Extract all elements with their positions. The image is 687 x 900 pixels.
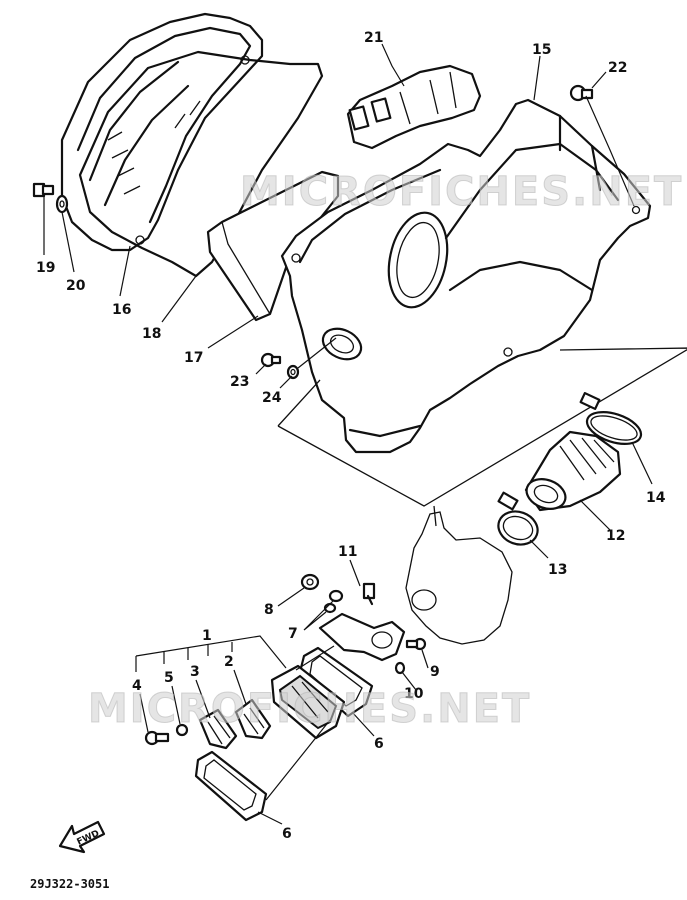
callout-15: 15 xyxy=(532,42,551,58)
collar-part-8 xyxy=(300,573,320,591)
bolt-part-22 xyxy=(569,84,594,102)
callout-7: 7 xyxy=(288,626,298,642)
callout-21: 21 xyxy=(364,30,383,46)
air-duct-part-21 xyxy=(346,64,482,150)
callout-20: 20 xyxy=(66,278,86,294)
reed-petal-part-2 xyxy=(234,698,272,740)
hose-clamp-part-13 xyxy=(497,491,539,546)
reed-stopper-part-3 xyxy=(198,708,238,750)
callout-10: 10 xyxy=(404,686,424,702)
part-code: 29J322-3051 xyxy=(30,877,109,891)
bolt-part-19 xyxy=(32,182,55,198)
callout-13: 13 xyxy=(548,562,567,578)
watermark-top: MICROFICHES.NET xyxy=(240,169,683,215)
callout-9: 9 xyxy=(430,664,440,680)
leader-lines xyxy=(43,43,653,825)
callout-22: 22 xyxy=(608,60,627,76)
callout-5: 5 xyxy=(164,670,174,686)
callout-6-upper: 6 xyxy=(374,736,384,752)
callout-24: 24 xyxy=(262,390,282,406)
airbox-outline-frame-2 xyxy=(277,379,321,427)
air-box-part-15 xyxy=(280,98,652,454)
callout-18: 18 xyxy=(142,326,161,342)
callout-19: 19 xyxy=(36,260,55,276)
airbox-cover-part-16 xyxy=(60,12,264,252)
washer-part-5 xyxy=(175,723,189,737)
hose-clamp-part-14 xyxy=(579,391,643,445)
callout-6-lower: 6 xyxy=(282,826,292,842)
bolt-part-11 xyxy=(362,582,376,606)
callout-labels: 21 15 22 19 20 16 18 17 23 24 14 12 13 1… xyxy=(36,30,666,842)
callout-2: 2 xyxy=(224,654,234,670)
callout-17: 17 xyxy=(184,350,203,366)
watermark-bottom: MICROFICHES.NET xyxy=(88,686,531,732)
carburetor-joint-part-12 xyxy=(524,430,622,512)
cover-gasket-part-18 xyxy=(78,50,324,278)
callout-12: 12 xyxy=(606,528,625,544)
cylinder-outline xyxy=(405,505,513,645)
washer-part-24 xyxy=(286,364,300,380)
callout-3: 3 xyxy=(190,664,200,680)
callout-4: 4 xyxy=(132,678,142,694)
intake-manifold xyxy=(318,612,406,662)
reed-gasket-part-6-lower xyxy=(194,750,268,822)
callout-16: 16 xyxy=(112,302,131,318)
screw-part-4 xyxy=(144,730,170,746)
washer-part-10 xyxy=(394,661,406,675)
airbox-outline-frame xyxy=(277,347,687,507)
callout-1: 1 xyxy=(202,628,212,644)
screw-part-23 xyxy=(260,352,282,368)
washer-part-20 xyxy=(55,194,69,214)
callout-23: 23 xyxy=(230,374,249,390)
callout-8: 8 xyxy=(264,602,274,618)
callout-11: 11 xyxy=(338,544,357,560)
forward-arrow-icon: FWD xyxy=(58,820,106,854)
grommet-part-7 xyxy=(323,589,344,614)
callout-14: 14 xyxy=(646,490,666,506)
screw-part-9 xyxy=(405,637,427,651)
reed-valve-assembly-part-1 xyxy=(270,664,346,740)
